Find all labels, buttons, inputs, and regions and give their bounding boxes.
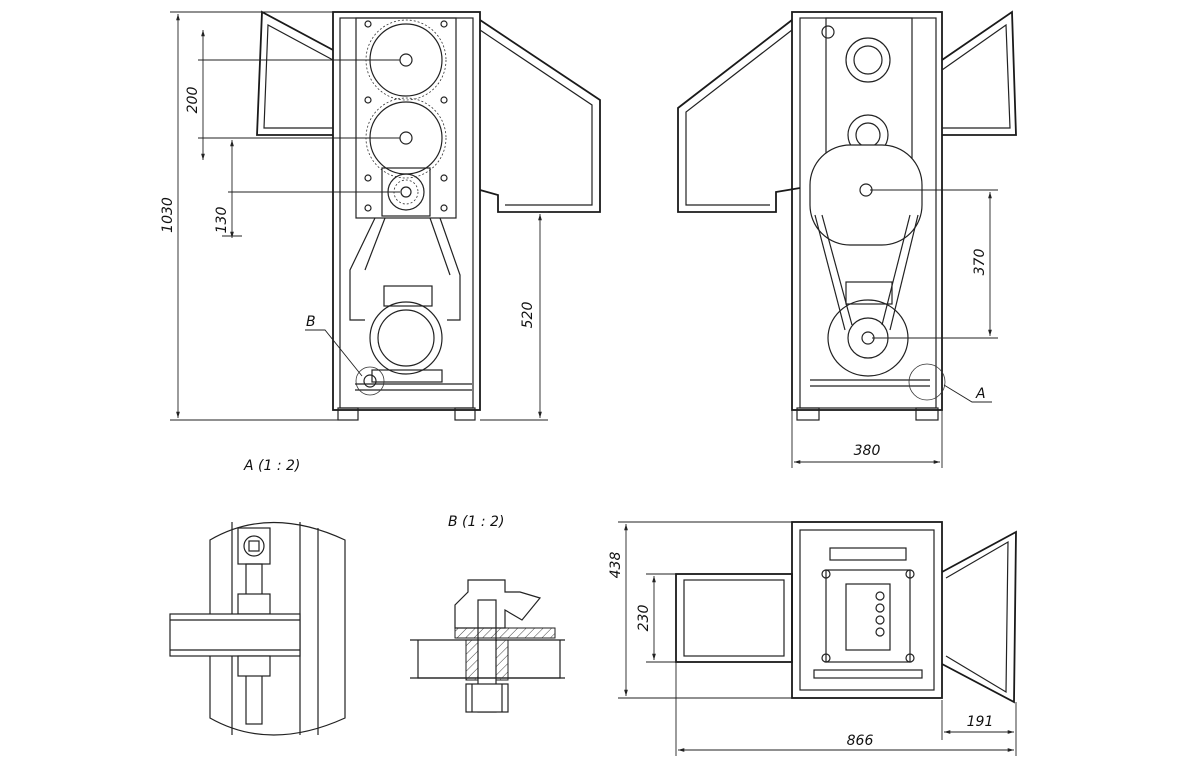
top-view bbox=[675, 521, 1017, 704]
detail-b: B (1 : 2) bbox=[410, 514, 565, 713]
top-dimensions: 438 230 191 866 bbox=[608, 521, 1017, 756]
front-dimensions: 1030 200 130 520 B bbox=[160, 11, 548, 421]
large-pulley bbox=[809, 144, 923, 246]
motor bbox=[369, 285, 443, 383]
dim-1030: 1030 bbox=[160, 197, 176, 233]
dim-370: 370 bbox=[972, 249, 988, 276]
dim-230: 230 bbox=[636, 605, 652, 632]
side-dimensions: 370 380 A bbox=[791, 192, 992, 468]
dim-200: 200 bbox=[185, 87, 201, 114]
dim-130: 130 bbox=[214, 207, 230, 234]
detail-a-title: A (1 : 2) bbox=[243, 458, 300, 474]
dim-866: 866 bbox=[847, 733, 874, 749]
dim-380: 380 bbox=[854, 443, 881, 459]
dim-438: 438 bbox=[608, 552, 624, 579]
detail-b-title: B (1 : 2) bbox=[448, 514, 504, 530]
callout-b: B bbox=[306, 314, 316, 330]
side-view bbox=[677, 10, 1017, 421]
front-view bbox=[198, 10, 601, 421]
detail-a: A (1 : 2) bbox=[169, 458, 346, 736]
callout-a: A bbox=[975, 386, 986, 402]
dim-520: 520 bbox=[520, 302, 536, 329]
dim-191: 191 bbox=[967, 714, 994, 730]
